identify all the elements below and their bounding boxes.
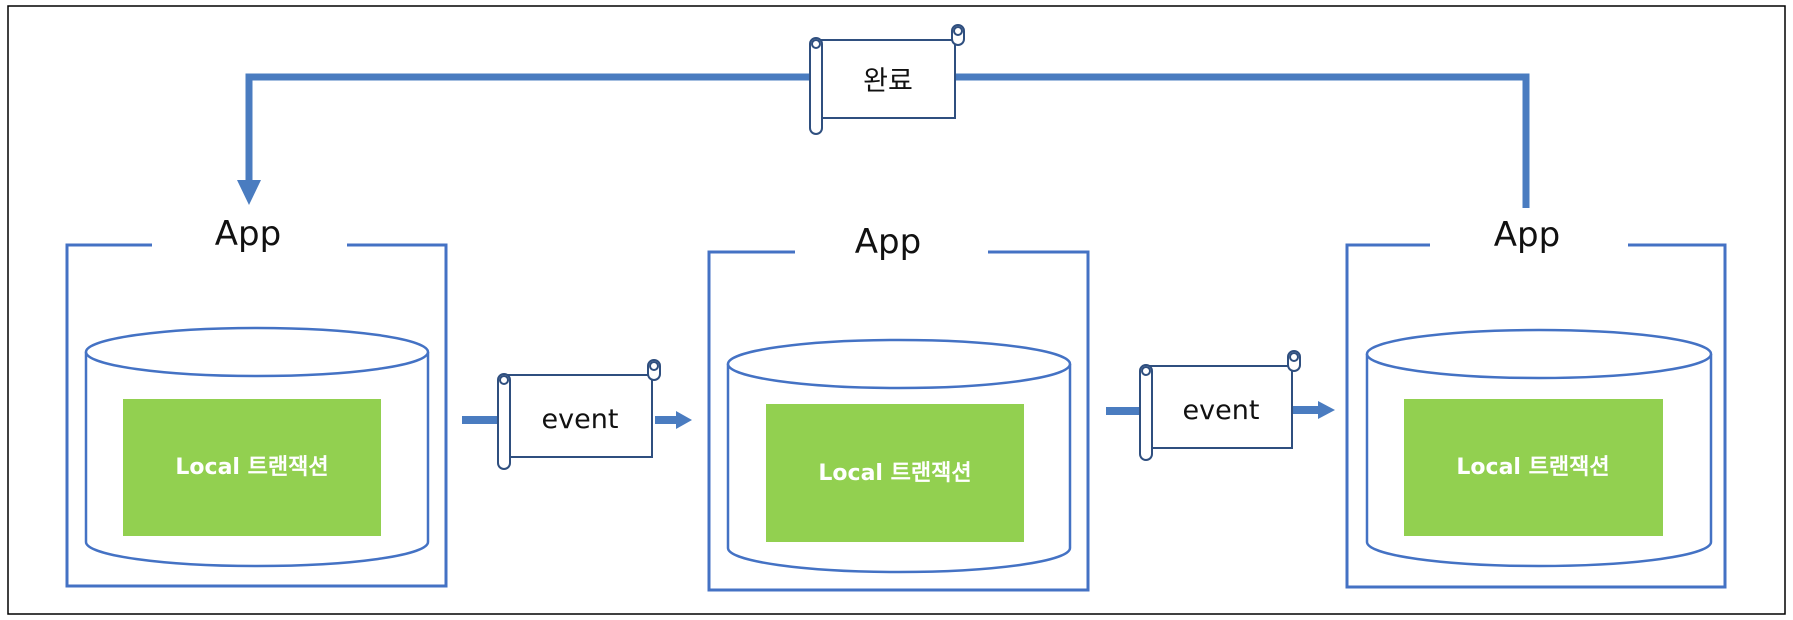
app-3-transaction-label: Local 트랜잭션 bbox=[1456, 455, 1609, 480]
app-1-label: App bbox=[215, 214, 281, 254]
event-2-label: event bbox=[1183, 395, 1260, 426]
app-2-transaction-label: Local 트랜잭션 bbox=[818, 461, 971, 486]
app-1-transaction-label: Local 트랜잭션 bbox=[175, 455, 328, 480]
event-1-connector bbox=[462, 411, 692, 429]
outer-frame bbox=[7, 5, 1786, 615]
app-3-transaction-box bbox=[1404, 399, 1663, 536]
arrow-down-icon bbox=[237, 180, 261, 205]
app-3-label: App bbox=[1494, 215, 1560, 255]
app-3-container bbox=[1345, 243, 1727, 589]
app-2-transaction-box bbox=[766, 404, 1024, 542]
app-2-container bbox=[707, 250, 1090, 592]
arrow-right-icon bbox=[1318, 401, 1335, 419]
app-1-transaction-box bbox=[123, 399, 381, 536]
event-1-label: event bbox=[542, 404, 619, 435]
event-1-scroll: event bbox=[497, 359, 661, 470]
arrow-right-icon bbox=[676, 411, 692, 429]
completion-scroll: 완료 bbox=[809, 24, 965, 135]
event-2-scroll: event bbox=[1139, 350, 1301, 461]
app-1: App Local 트랜잭션 bbox=[65, 214, 448, 588]
completion-label: 완료 bbox=[863, 66, 913, 97]
event-2-connector bbox=[1106, 401, 1335, 419]
app-2: App Local 트랜잭션 bbox=[707, 222, 1090, 592]
app-1-container bbox=[65, 243, 448, 588]
app-2-label: App bbox=[855, 222, 921, 262]
app-3: App Local 트랜잭션 bbox=[1345, 215, 1727, 589]
